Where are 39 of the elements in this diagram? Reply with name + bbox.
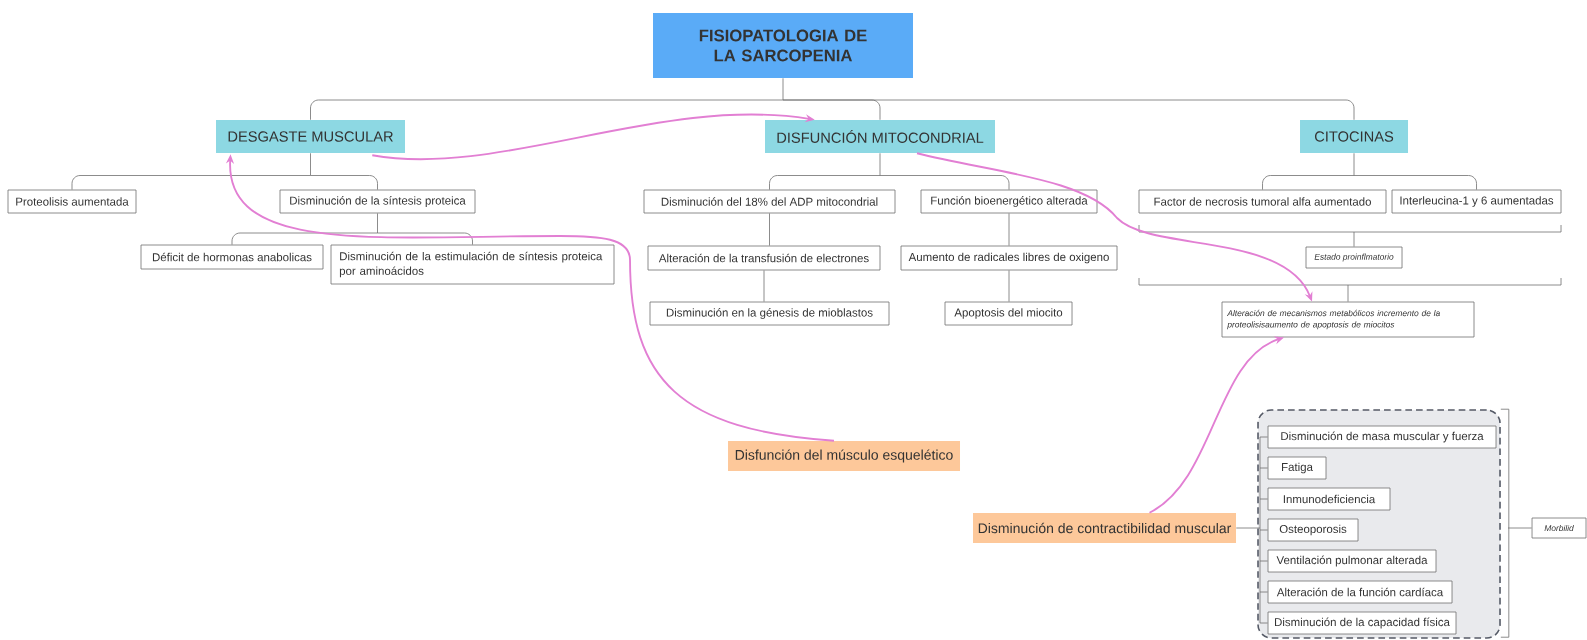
connector-line [231, 213, 473, 245]
connector-line [763, 270, 765, 302]
subtopic-box: Fatiga [1267, 456, 1327, 480]
topic-box: CITOCINAS [1300, 120, 1408, 153]
bracket [1138, 224, 1562, 247]
subtopic-box: Disminución de la capacidad física [1267, 611, 1457, 635]
bracket [1138, 277, 1562, 302]
branch-box: Disminución de contractibilidad muscular [973, 513, 1236, 543]
subtopic-box: Alteración de la transfusión de electrones [647, 245, 881, 271]
connector-line [1008, 270, 1010, 302]
subtopic-box: Alteración de la función cardíaca [1267, 580, 1453, 604]
subtopic-box: Osteoporosis [1267, 518, 1359, 542]
summary-box: Morbilid [1531, 517, 1587, 539]
branch-box: Disfunción del músculo esquelético [728, 441, 960, 471]
connector-line [769, 152, 1010, 190]
subtopic-box: Interleucina-1 y 6 aumentadas [1391, 189, 1562, 214]
summary-box: Estado proinflmatorio [1305, 246, 1403, 269]
connector-line [769, 213, 770, 246]
connector-line [310, 77, 1355, 121]
subtopic-box: Factor de necrosis tumoral alfa aumentado [1138, 189, 1387, 214]
subtopic-box: Disminución de masa muscular y fuerza [1267, 425, 1497, 449]
topic-box: DISFUNCIÓN MITOCONDRIAL [765, 120, 995, 153]
subtopic-box: Disminución del 18% del ADP mitocondrial [643, 189, 896, 214]
bracket [1500, 408, 1532, 638]
subtopic-box: Inmunodeficiencia [1267, 487, 1391, 511]
subtopic-box: Proteolisis aumentada [7, 189, 137, 214]
subtopic-box: Disminución de la síntesis proteica [279, 189, 476, 214]
subtopic-box: Déficit de hormonas anabolicas [140, 244, 324, 270]
subtopic-box: Disminución en la génesis de mioblastos [649, 301, 890, 326]
summary-box: Alteración de mecanismos metabólicos incremento de la proteolisisaumento de apoptosis de miocitos [1221, 301, 1475, 338]
subtopic-box: Ventilación pulmonar alterada [1267, 549, 1437, 573]
topic-box: DESGASTE MUSCULAR [216, 120, 405, 153]
connector-line [1008, 213, 1010, 246]
subtopic-box: Función bioenergético alterada [920, 189, 1098, 214]
connector-line [1235, 436, 1268, 624]
title-box: FISIOPATOLOGIA DE LA SARCOPENIA [653, 13, 913, 78]
subtopic-box: Disminución de la estimulación de síntesis proteica por aminoácidos [330, 244, 615, 285]
subtopic-box: Apoptosis del miocito [944, 301, 1073, 326]
subtopic-box: Aumento de radicales libres de oxigeno [900, 245, 1118, 271]
